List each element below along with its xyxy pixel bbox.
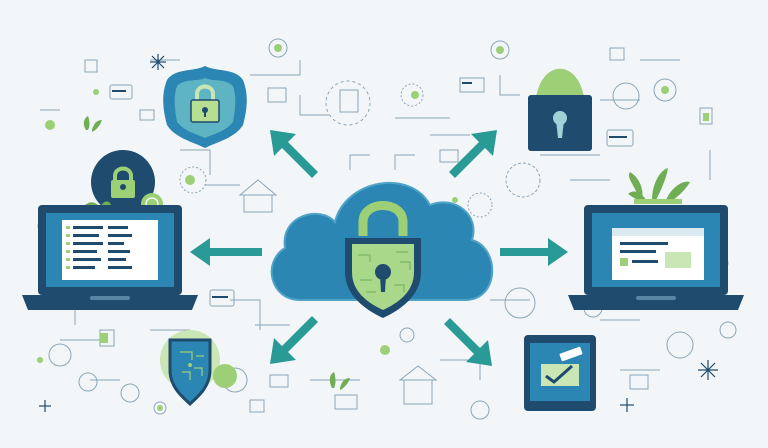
- arrow-icon: [190, 130, 568, 366]
- shield-lock-icon: [160, 330, 237, 407]
- gear-icon: [39, 54, 718, 412]
- shield-lock-icon: [345, 201, 421, 318]
- padlock-icon: [163, 66, 247, 148]
- laptop-icon: [22, 150, 198, 310]
- padlock-icon: [528, 68, 592, 151]
- laptop-icon: [568, 168, 744, 310]
- green-accent-dots: [37, 44, 709, 411]
- plant-icon: [83, 116, 350, 390]
- document-icon: [112, 82, 627, 298]
- tablet-icon: [524, 335, 596, 411]
- plant-icon: [628, 168, 690, 204]
